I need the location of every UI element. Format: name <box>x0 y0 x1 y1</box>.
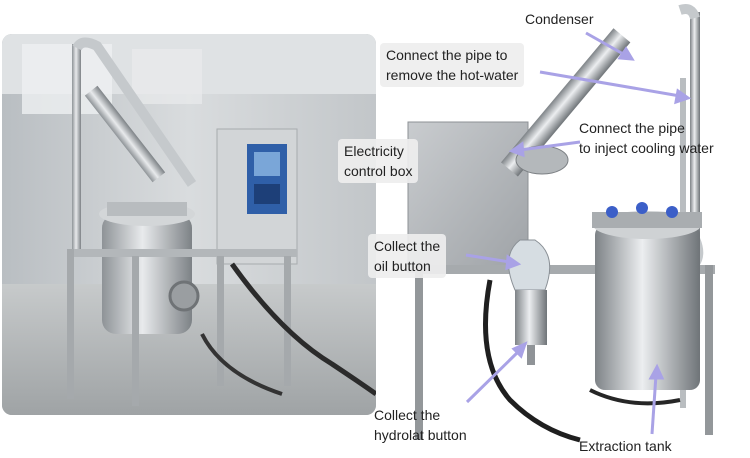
condenser-label-text: Condenser <box>525 11 594 27</box>
annotation-arrows <box>465 31 692 435</box>
hydrolat-button-label: Collect the hydrolat button <box>368 403 473 447</box>
hot-water-pipe-label-line2: remove the hot-water <box>386 67 519 83</box>
extraction-tank-label-text: Extraction tank <box>579 438 672 454</box>
distillation-machine-photo <box>2 34 376 415</box>
annotated-distillation-machine-photo <box>380 0 750 455</box>
control-box-label: Electricity control box <box>338 139 419 183</box>
hydrolat-button-label-line2: hydrolat button <box>374 427 467 443</box>
left-photo <box>2 34 376 415</box>
hot-water-pipe-label-line1: Connect the pipe to <box>386 47 508 63</box>
oil-button-label: Collect the oil button <box>368 234 447 278</box>
control-box-label-line2: control box <box>344 163 413 179</box>
cooling-water-pipe-label-line1: Connect the pipe <box>579 120 685 136</box>
oil-button-label-line1: Collect the <box>374 238 441 254</box>
extraction-tank-label: Extraction tank <box>573 434 678 458</box>
right-photo <box>380 0 750 455</box>
cooling-water-pipe-label: Connect the pipe to inject cooling water <box>573 116 720 160</box>
control-box-label-line1: Electricity <box>344 143 404 159</box>
condenser-label: Condenser <box>519 7 600 31</box>
hot-water-pipe-label: Connect the pipe to remove the hot-water <box>380 43 525 87</box>
cooling-water-pipe-label-line2: to inject cooling water <box>579 140 714 156</box>
oil-button-label-line2: oil button <box>374 258 431 274</box>
hydrolat-button-label-line1: Collect the <box>374 407 441 423</box>
